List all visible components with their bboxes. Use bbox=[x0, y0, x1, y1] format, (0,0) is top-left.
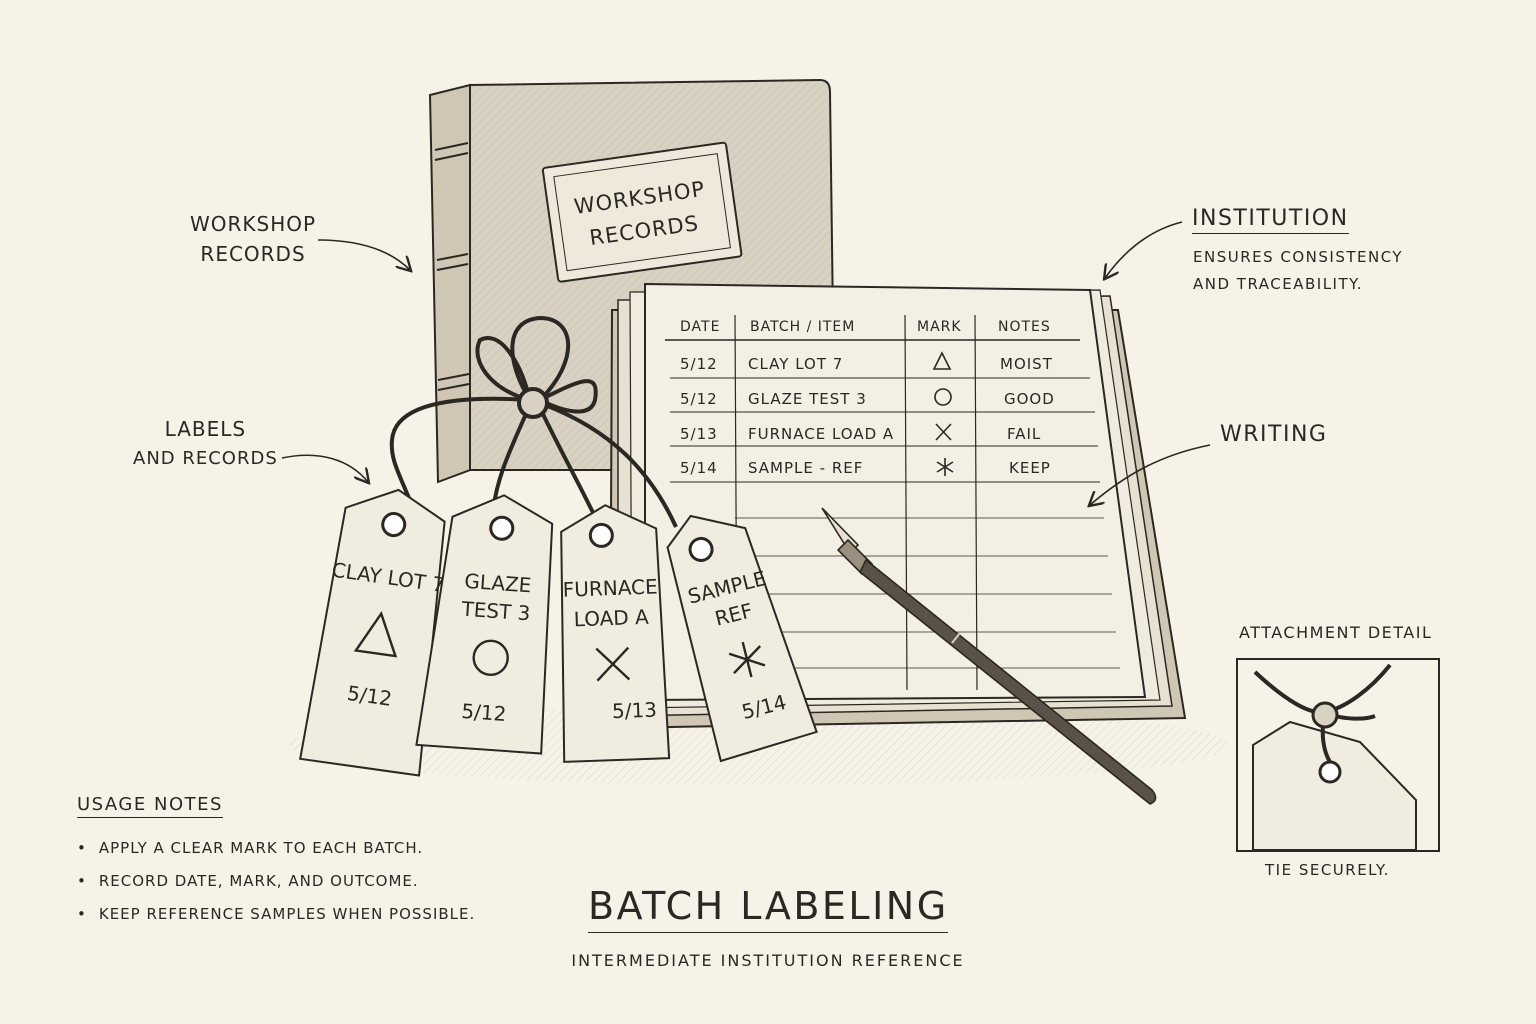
ledger-row-2-item: GLAZE TEST 3 bbox=[748, 390, 867, 408]
ledger-row-3-item: FURNACE LOAD A bbox=[748, 425, 894, 443]
cover-label-plate: WORKSHOP RECORDS bbox=[541, 141, 743, 283]
usage-notes-list: APPLY A CLEAR MARK TO EACH BATCH. RECORD… bbox=[77, 832, 475, 931]
institution-title: INSTITUTION bbox=[1192, 206, 1349, 234]
ledger-header-date: DATE bbox=[680, 319, 720, 335]
ledger-row-4-note: KEEP bbox=[1009, 459, 1051, 477]
callout-labels-line2: AND RECORDS bbox=[133, 448, 278, 469]
tag-1: CLAY LOT 7 5/12 bbox=[299, 488, 446, 777]
institution-desc-line1: ENSURES CONSISTENCY bbox=[1193, 248, 1404, 266]
tag-4: SAMPLE REF 5/14 bbox=[666, 514, 818, 763]
knot-icon bbox=[1311, 701, 1339, 729]
usage-notes-title: USAGE NOTES bbox=[77, 794, 223, 818]
ledger-header-mark: MARK bbox=[917, 319, 962, 335]
tag-2-line1: GLAZE bbox=[464, 569, 533, 598]
tag-2-circle-icon bbox=[472, 639, 509, 676]
writing-arrow bbox=[1090, 444, 1211, 505]
tag-3-line2: LOAD A bbox=[573, 605, 649, 632]
ledger-row-1-item: CLAY LOT 7 bbox=[748, 355, 843, 373]
callout-workshop-records-line2: RECORDS bbox=[200, 242, 306, 266]
ledger-row-1-note: MOIST bbox=[1000, 355, 1053, 373]
ledger-row-2-note: GOOD bbox=[1004, 390, 1055, 408]
ledger-row-4-date: 5/14 bbox=[680, 459, 718, 477]
tag-1-triangle-icon bbox=[353, 611, 398, 658]
usage-note-item: APPLY A CLEAR MARK TO EACH BATCH. bbox=[77, 832, 475, 865]
usage-note-item: RECORD DATE, MARK, AND OUTCOME. bbox=[77, 865, 475, 898]
tag-2: GLAZE TEST 3 5/12 bbox=[415, 494, 554, 755]
attachment-detail-caption: TIE SECURELY. bbox=[1265, 861, 1390, 879]
callout-writing: WRITING bbox=[1220, 422, 1328, 447]
institution-description: ENSURES CONSISTENCY AND TRACEABILITY. bbox=[1193, 244, 1403, 298]
asterisk-mark-icon bbox=[936, 458, 954, 476]
tag-2-date: 5/12 bbox=[461, 699, 507, 726]
institution-arrow bbox=[1105, 221, 1183, 278]
callout-labels-line1: LABELS bbox=[164, 417, 247, 441]
ledger-row-3-note: FAIL bbox=[1007, 425, 1041, 443]
ledger-row-3-date: 5/13 bbox=[680, 425, 718, 443]
tag-4-asterisk-icon bbox=[728, 641, 766, 678]
ledger-row-1-date: 5/12 bbox=[680, 355, 718, 373]
cross-mark-icon bbox=[935, 423, 952, 441]
attachment-detail-box bbox=[1236, 658, 1440, 852]
ledger-row-2-date: 5/12 bbox=[680, 390, 718, 408]
tag-3-line1: FURNACE bbox=[562, 574, 658, 601]
ledger-header-item: BATCH / ITEM bbox=[750, 319, 855, 335]
tag-2-line2: TEST 3 bbox=[460, 597, 531, 626]
tag-3: FURNACE LOAD A 5/13 bbox=[560, 504, 671, 763]
callout-labels-and-records: LABELS AND RECORDS bbox=[133, 414, 278, 474]
fountain-pen-icon bbox=[821, 507, 1157, 805]
triangle-mark-icon bbox=[932, 351, 952, 370]
usage-note-item: KEEP REFERENCE SAMPLES WHEN POSSIBLE. bbox=[77, 898, 475, 931]
labels-arrow bbox=[281, 454, 368, 482]
tag-3-cross-icon bbox=[595, 646, 631, 682]
ledger-header-notes: NOTES bbox=[998, 319, 1051, 335]
ledger-row-4-item: SAMPLE - REF bbox=[748, 459, 863, 477]
institution-desc-line2: AND TRACEABILITY. bbox=[1193, 275, 1364, 293]
page-title: BATCH LABELING bbox=[588, 884, 948, 933]
workshop-records-arrow bbox=[317, 239, 410, 270]
circle-mark-icon bbox=[934, 388, 952, 406]
attachment-detail-title: ATTACHMENT DETAIL bbox=[1239, 623, 1433, 642]
callout-workshop-records: WORKSHOP RECORDS bbox=[190, 209, 316, 269]
page-subtitle: INTERMEDIATE INSTITUTION REFERENCE bbox=[571, 951, 965, 970]
callout-workshop-records-line1: WORKSHOP bbox=[190, 212, 317, 236]
tag-3-date: 5/13 bbox=[612, 698, 658, 724]
